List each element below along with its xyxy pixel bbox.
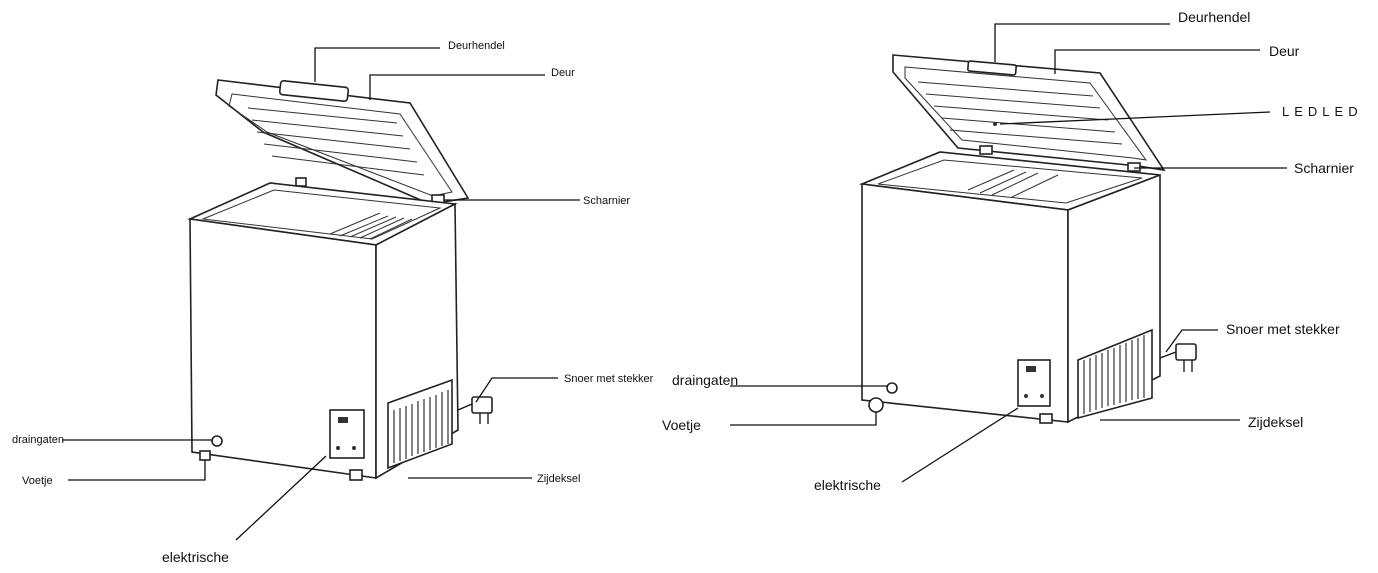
left-handle-label: Deurhendel: [448, 40, 505, 52]
left-control-label: elektrische: [162, 549, 229, 565]
left-leader-lines: [62, 47, 580, 541]
right-hinge-label: Scharnier: [1294, 160, 1354, 176]
right-drain-label: draingaten: [672, 372, 738, 388]
left-side-cover-label: Zijdeksel: [537, 473, 580, 485]
right-foot-label: Voetje: [662, 417, 701, 433]
left-drain-label: draingaten: [12, 434, 64, 446]
right-control-label: elektrische: [814, 477, 881, 493]
right-freezer-illustration: [858, 54, 1197, 424]
left-hinge-label: Scharnier: [583, 195, 630, 207]
left-foot-label: Voetje: [22, 475, 53, 487]
left-cord-label: Snoer met stekker: [564, 373, 654, 385]
right-side-cover-label: Zijdeksel: [1248, 414, 1303, 430]
right-door-label: Deur: [1269, 43, 1300, 59]
right-cord-label: Snoer met stekker: [1226, 321, 1340, 337]
right-led-label: LEDLED: [1282, 104, 1363, 119]
right-handle-label: Deurhendel: [1178, 9, 1250, 25]
right-leader-lines: [730, 23, 1287, 483]
left-freezer-illustration: [187, 79, 493, 481]
left-door-label: Deur: [551, 67, 575, 79]
